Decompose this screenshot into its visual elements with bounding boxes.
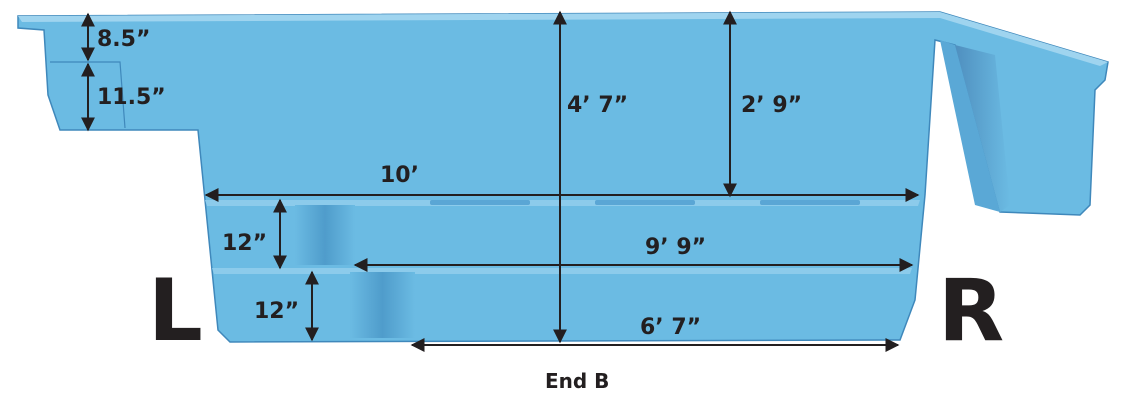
second-step-height-label: 12”: [254, 299, 299, 324]
step-two-riser: [350, 272, 415, 338]
step-two-ledge: [212, 268, 912, 274]
entry-step-edge: [50, 61, 126, 129]
entry-step-depth-label: 11.5”: [97, 85, 166, 110]
step-one-riser: [295, 205, 355, 265]
shallow-depth-label: 2’ 9”: [741, 93, 802, 118]
pool-wing-face: [955, 45, 1010, 212]
first-step-width-label: 9’ 9”: [645, 235, 706, 260]
total-depth-label: 4’ 7”: [567, 93, 628, 118]
top-ledge-depth-label: 8.5”: [97, 27, 150, 52]
end-caption: End B: [545, 369, 609, 393]
right-side-label: R: [938, 261, 1004, 361]
pool-wing-inner: [940, 40, 1000, 212]
floor-width-label: 6’ 7”: [640, 315, 701, 340]
bench-recesses: [430, 200, 860, 205]
dimension-lines: [81, 10, 920, 352]
left-side-label: L: [148, 261, 203, 361]
top-width-label: 10’: [380, 163, 419, 188]
first-step-height-label: 12”: [222, 231, 267, 256]
pool-rim: [18, 12, 1108, 66]
